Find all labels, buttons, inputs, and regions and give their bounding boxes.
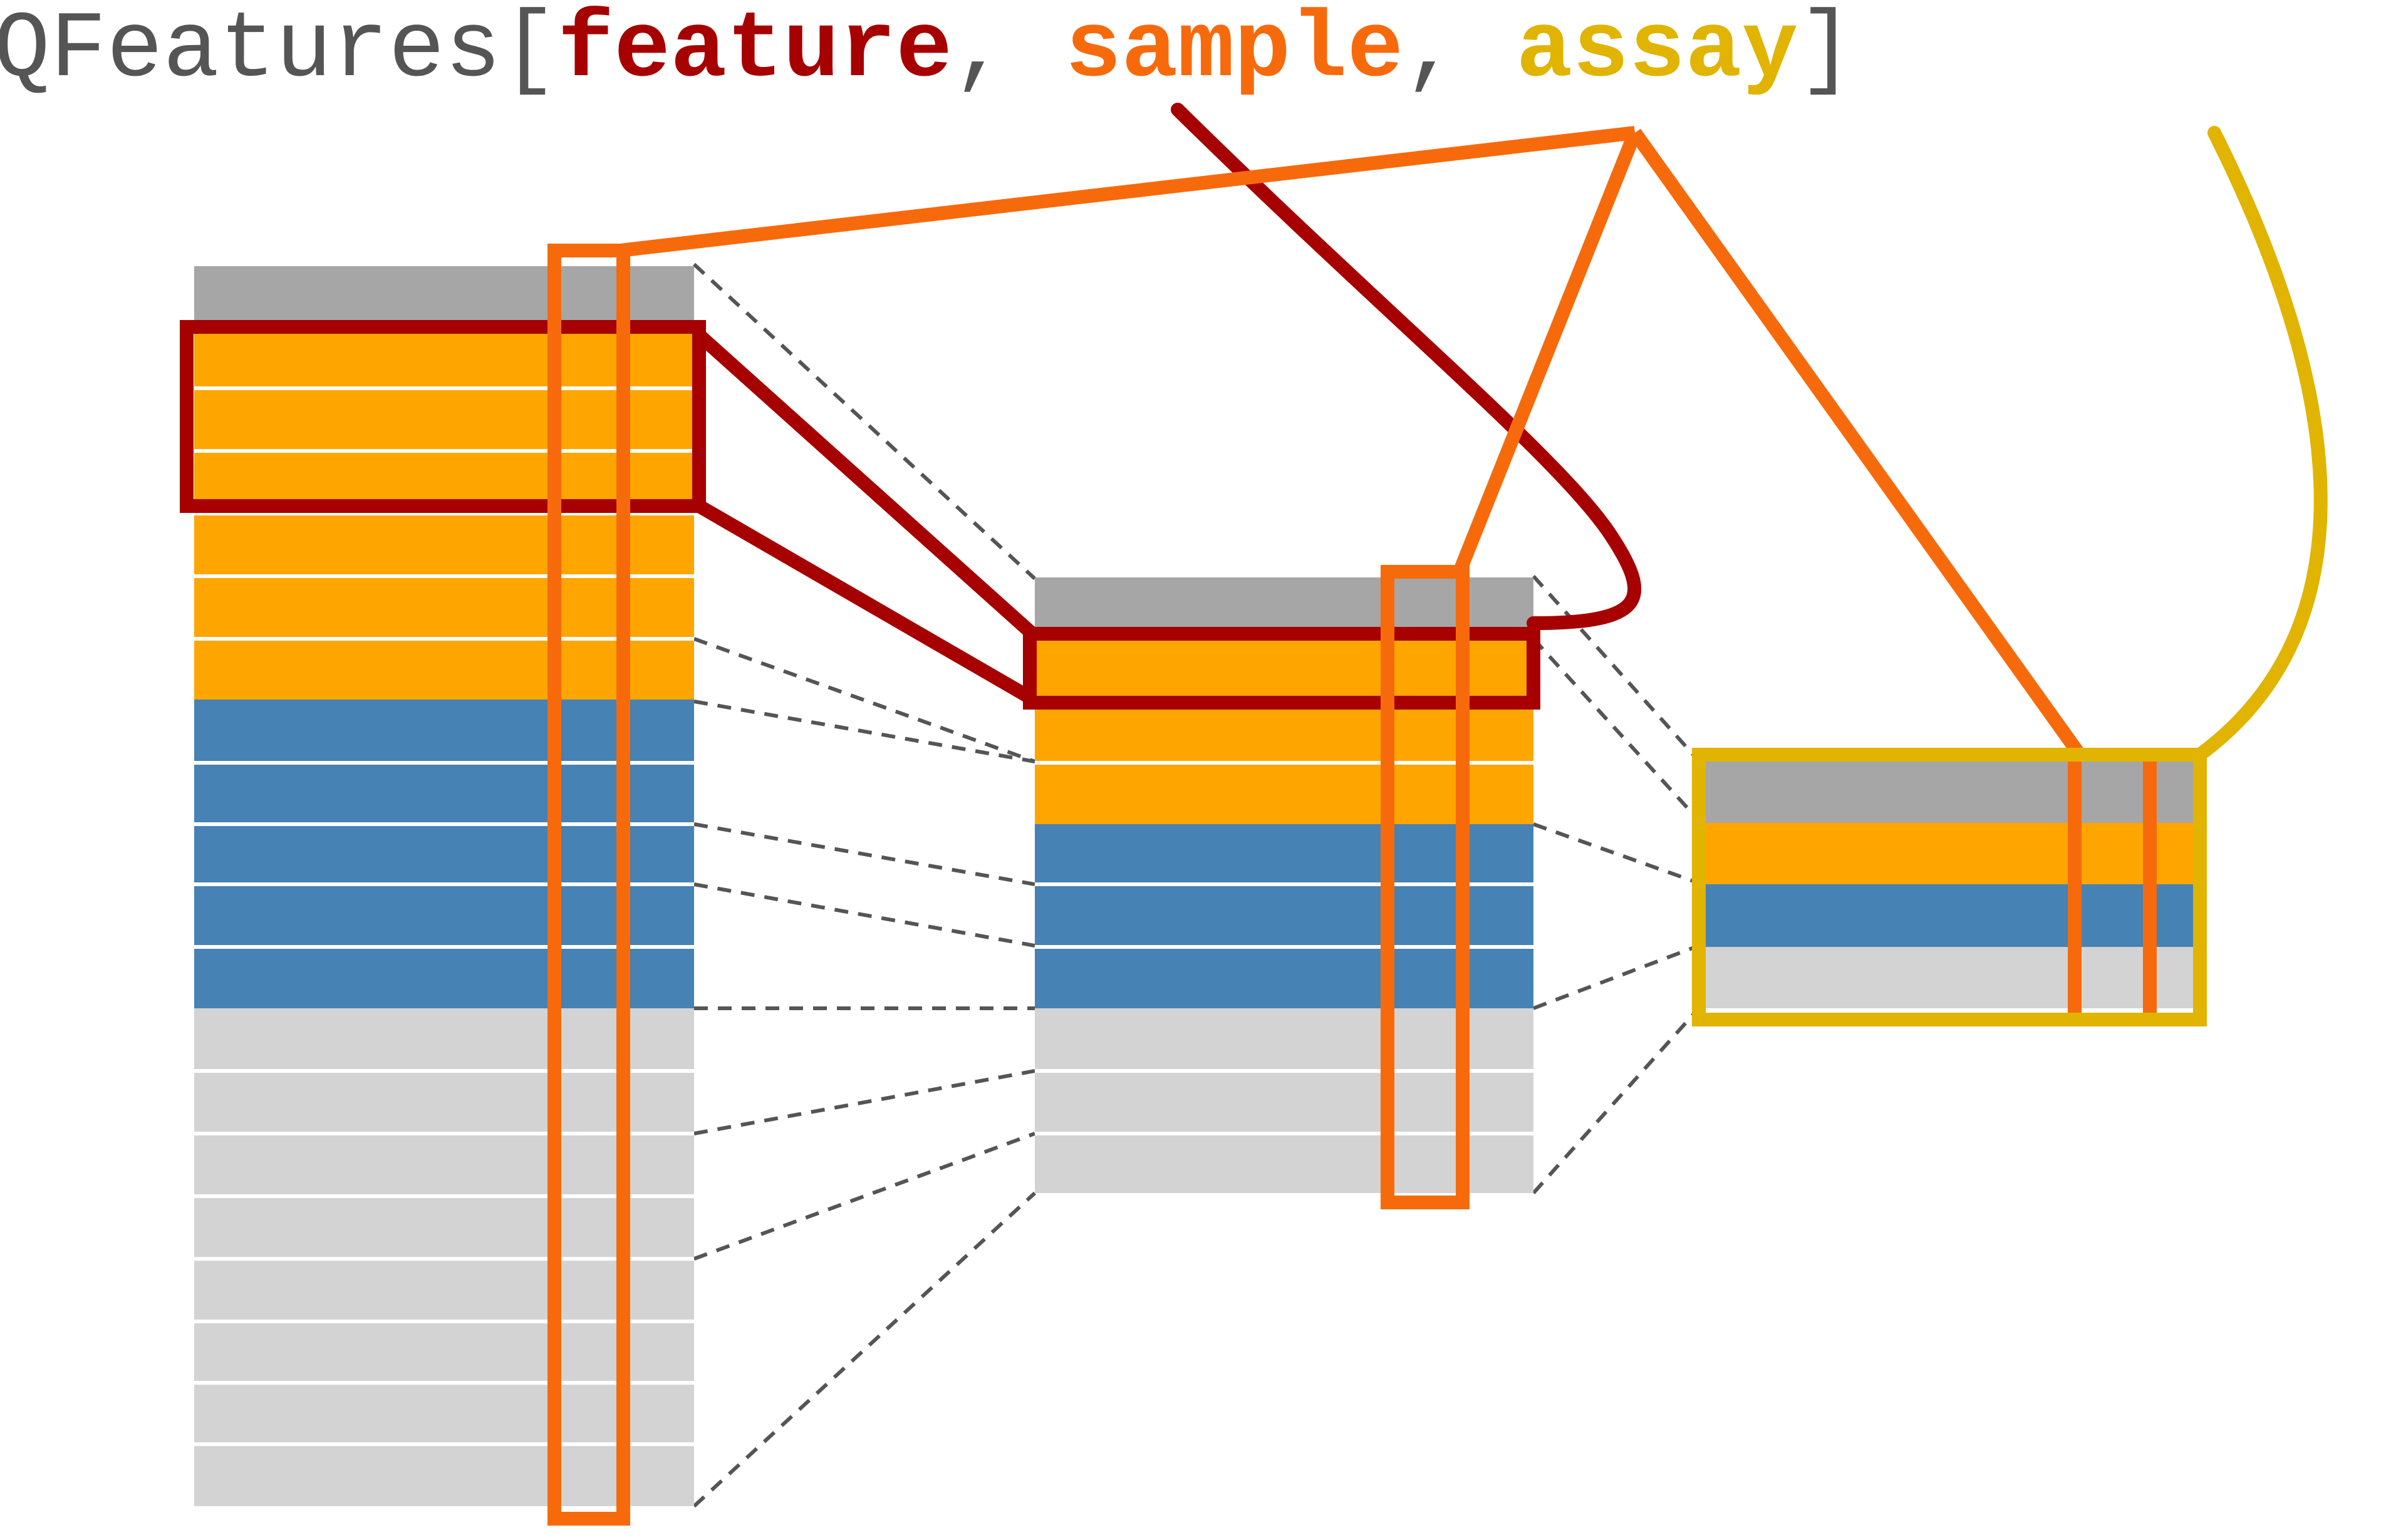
assay-header-row [194,266,694,321]
link-line [1532,574,1701,763]
link-line [1532,637,1701,822]
link-line [1532,822,1700,885]
assay-header-row [1699,760,2194,823]
feature-selection [180,103,1642,710]
light-feature-row [1699,947,2194,1008]
aggregation-links [692,262,1701,1508]
sample-connector [1453,130,1642,575]
separator-1: , [952,0,1065,104]
assay-pointer-curve [2193,126,2328,762]
close-bracket: ] [1798,0,1855,104]
link-line [693,700,1035,763]
sample-connector [619,126,1636,257]
qfeatures-expression: QFeatures[feature, sample, assay] [0,0,1855,104]
link-line [1532,944,1700,1010]
blue-feature-row [1699,884,2194,947]
assay-selection [1692,126,2328,1026]
feature-highlight-box-2 [1023,627,1540,710]
link-line [693,822,1035,886]
sample-keyword: sample [1065,0,1403,104]
link-line [692,262,1037,581]
blue-feature-rows [194,700,694,1008]
blue-feature-rows [1035,824,1533,1008]
orange-feature-row [1699,823,2194,884]
sample-column-box-1 [547,244,630,1526]
qfeatures-prefix: QFeatures [0,0,501,104]
sample-connector [1629,128,2085,759]
feature-highlight-box-1 [180,320,706,513]
link-line [693,1069,1035,1135]
feature-connector [695,500,1036,705]
open-bracket: [ [501,0,558,104]
row-separators [194,386,694,1446]
link-line [693,637,1036,763]
feature-pointer-curve [1171,103,1642,630]
link-line [1532,1006,1701,1195]
sample-column-box-2 [1381,565,1470,1209]
light-feature-rows [1035,1008,1533,1193]
assay-3-table [1699,760,2194,1008]
link-line [692,1191,1037,1508]
assay-keyword: assay [1516,0,1798,104]
link-line [693,1132,1036,1261]
feature-keyword: feature [558,0,952,104]
link-line [693,882,1035,948]
assay-highlight-box [1692,748,2207,1026]
orange-feature-rows [1035,640,1533,824]
separator-2: , [1403,0,1516,104]
feature-connector [694,329,1037,639]
